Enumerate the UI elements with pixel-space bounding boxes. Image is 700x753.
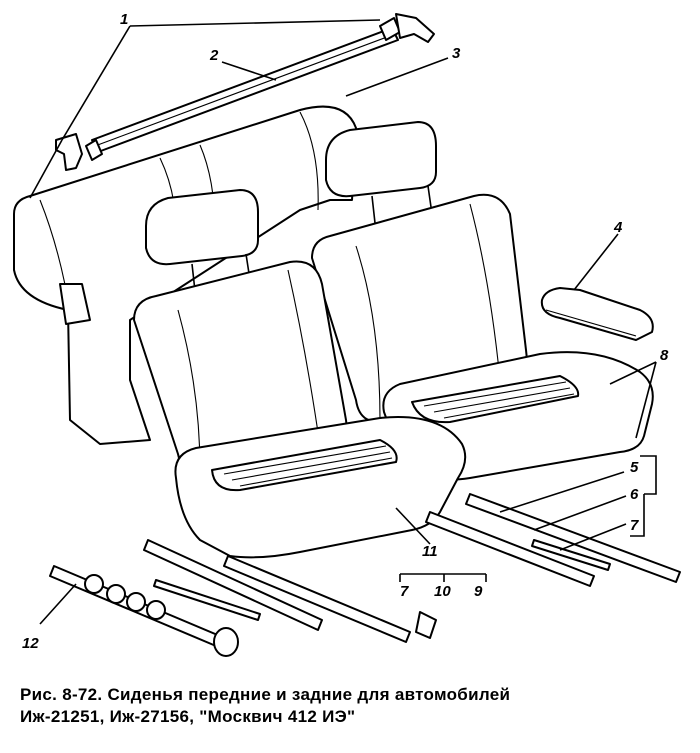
label-8: 8 <box>660 347 669 364</box>
front-seat-left <box>133 189 467 559</box>
label-7a: 7 <box>630 517 639 534</box>
rear-seat-bar <box>85 17 401 161</box>
front-seat-right <box>311 121 654 481</box>
label-6: 6 <box>630 486 639 503</box>
label-7b: 7 <box>400 583 409 600</box>
callout-numbers: 1 2 3 4 5 6 7 8 11 7 10 9 12 <box>22 11 669 652</box>
label-2: 2 <box>209 47 219 64</box>
label-9: 9 <box>474 583 483 600</box>
caption-line-1: Рис. 8-72. Сиденья передние и задние для… <box>20 685 511 704</box>
leader-lines <box>29 19 657 625</box>
label-5: 5 <box>630 459 639 476</box>
seat-assembly-diagram: 1 2 3 4 5 6 7 8 11 7 10 9 12 <box>13 11 681 657</box>
label-11: 11 <box>422 543 438 560</box>
label-4: 4 <box>613 219 623 236</box>
bracket-left <box>55 133 83 171</box>
caption-line-2: Иж-21251, Иж-27156, "Москвич 412 ИЭ" <box>20 707 356 726</box>
armrest <box>540 287 654 341</box>
label-1: 1 <box>120 11 128 28</box>
label-3: 3 <box>452 45 461 62</box>
label-10: 10 <box>434 583 451 600</box>
bracket-right <box>395 13 435 43</box>
seat-runners <box>143 493 681 643</box>
release-handle <box>49 565 239 657</box>
figure-caption: Рис. 8-72. Сиденья передние и задние для… <box>20 684 685 728</box>
label-12: 12 <box>22 635 39 652</box>
